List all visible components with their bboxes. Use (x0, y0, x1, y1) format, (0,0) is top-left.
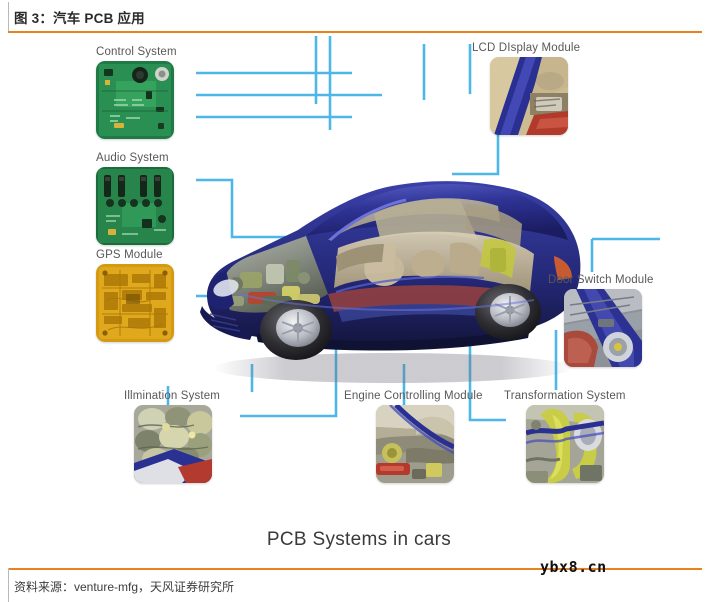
site-watermark: ybx8.cn (540, 558, 607, 576)
module-thumb-door-switch-module (564, 289, 642, 367)
module-thumb-audio-system (96, 167, 174, 245)
module-control-system[interactable]: Control System (96, 46, 177, 139)
page-border-left-bottom (8, 568, 9, 602)
module-engine-controlling-module[interactable]: Engine Controlling Module (344, 390, 483, 483)
module-label-gps-module: GPS Module (96, 249, 163, 261)
module-thumb-lcd-display-module (490, 57, 568, 135)
front-wheel (260, 300, 332, 360)
module-label-lcd-display-module: LCD DIsplay Module (472, 42, 581, 54)
module-audio-system[interactable]: Audio System (96, 152, 174, 245)
headlight (213, 279, 239, 297)
page-border-left-top (8, 2, 9, 32)
module-label-audio-system: Audio System (96, 152, 169, 164)
module-gps-module[interactable]: GPS Module (96, 249, 174, 342)
module-thumb-control-system (96, 61, 174, 139)
module-thumb-illmination-system (134, 405, 212, 483)
source-divider-rule (8, 568, 702, 570)
source-attribution: 资料来源：venture-mfg，天风证券研究所 (14, 580, 235, 594)
module-thumb-gps-module (96, 264, 174, 342)
module-label-transformation-system: Transformation System (504, 390, 626, 402)
module-transformation-system[interactable]: Transformation System (504, 390, 626, 483)
module-lcd-display-module[interactable]: LCD DIsplay Module (472, 42, 580, 135)
title-divider-rule (8, 31, 702, 33)
roof-cutaway (374, 199, 478, 240)
module-label-door-switch-module: Door Switch Module (548, 274, 654, 286)
module-label-control-system: Control System (96, 46, 177, 58)
module-label-illmination-system: Illmination System (124, 390, 221, 402)
pcb-systems-diagram: Control System (0, 34, 718, 566)
module-label-engine-controlling-module: Engine Controlling Module (344, 390, 483, 402)
module-illmination-system[interactable]: Illmination System (124, 390, 220, 483)
car-cutaway-illustration (178, 144, 598, 399)
module-thumb-transformation-system (526, 405, 604, 483)
rear-wheel (475, 284, 541, 340)
module-door-switch-module[interactable]: Door Switch Module (548, 274, 654, 367)
taillight (554, 256, 572, 280)
diagram-caption: PCB Systems in cars (266, 529, 452, 550)
page-title: 图 3：汽车 PCB 应用 (14, 11, 145, 26)
module-thumb-engine-controlling-module (376, 405, 454, 483)
